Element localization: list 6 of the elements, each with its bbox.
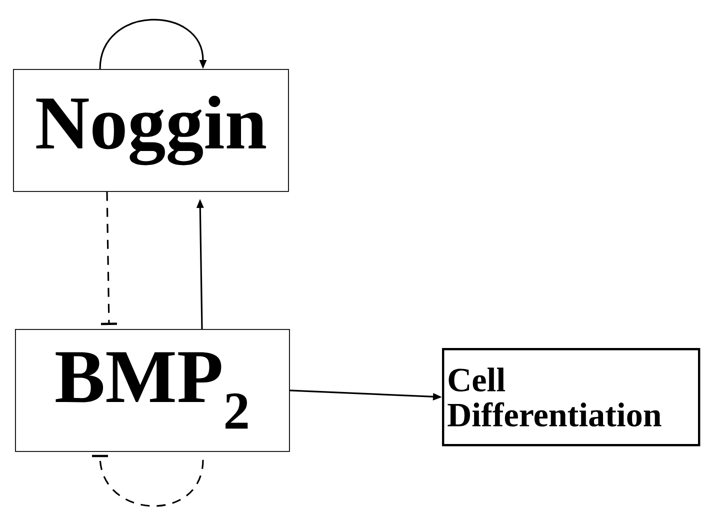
inhibition-line	[92, 454, 204, 507]
text-box: BMP$_{2}$	[15, 329, 290, 452]
outcome-box: Cell Differentiation	[442, 348, 700, 446]
arrow	[99, 18, 207, 70]
text-box: Noggin	[13, 69, 289, 192]
inhibition-line	[100, 192, 117, 326]
